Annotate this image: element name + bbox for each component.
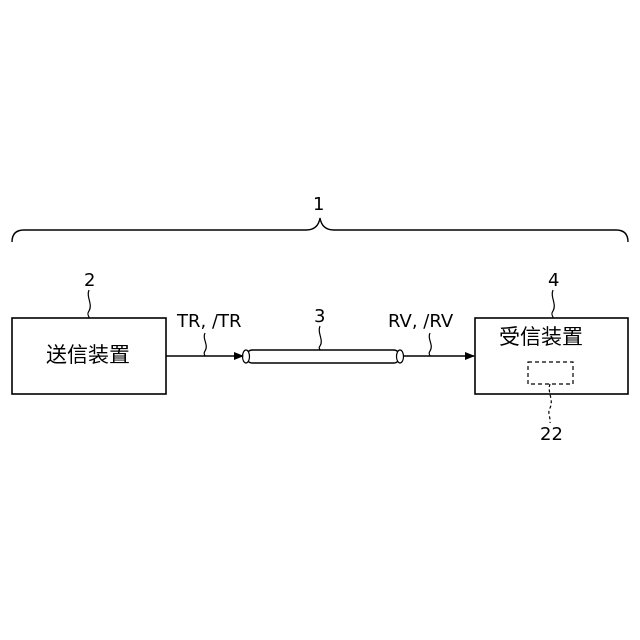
system-brace	[12, 218, 628, 242]
receiver-ref-label: 4	[548, 272, 559, 290]
transmitter-label: 送信装置	[46, 345, 130, 366]
cable-ref-label: 3	[314, 308, 325, 326]
cable-end-left	[243, 350, 250, 363]
receive-signal-label: RV, /RV	[388, 313, 453, 331]
cable-leader-line	[319, 326, 321, 350]
receiver-leader-line	[552, 290, 554, 318]
internal-block-ref-label: 22	[540, 426, 563, 444]
transmitter-ref-label: 2	[84, 272, 95, 290]
system-ref-label: 1	[313, 196, 324, 214]
cable	[246, 350, 400, 363]
receive-signal-leader-line	[429, 333, 431, 356]
transmit-signal-label: TR, /TR	[177, 313, 242, 331]
transmitter-leader-line	[88, 290, 90, 318]
transmit-signal-leader-line	[204, 333, 206, 356]
cable-end-right	[397, 350, 404, 363]
receiver-label: 受信装置	[499, 327, 583, 348]
